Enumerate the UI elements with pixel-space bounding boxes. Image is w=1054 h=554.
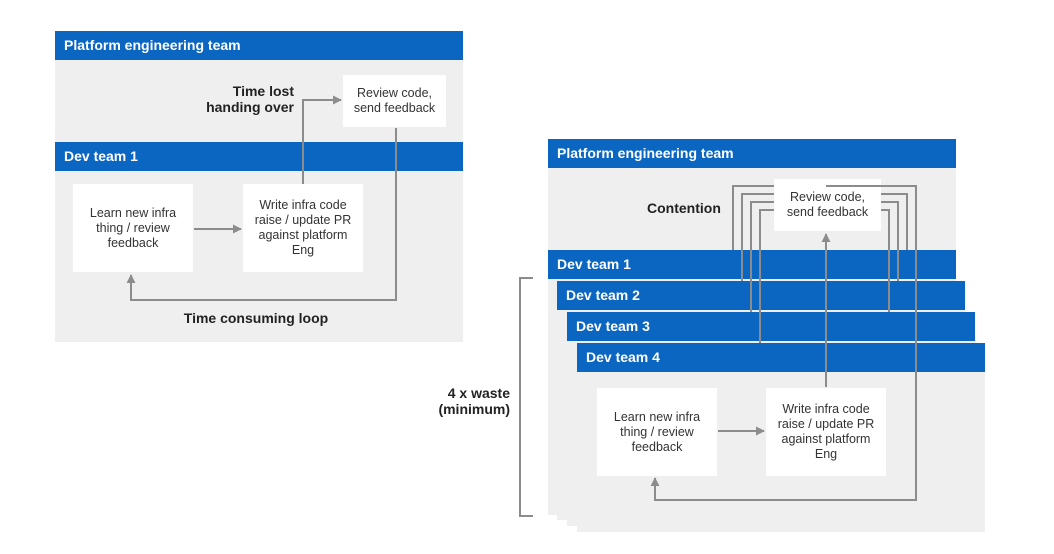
right-review-code-text: Review code, send feedback [786, 190, 869, 219]
left-write-infra-box: Write infra code raise / update PR again… [243, 184, 363, 272]
left-write-infra-text: Write infra code raise / update PR again… [254, 198, 352, 257]
dev-team-3-bar: Dev team 3 [567, 312, 975, 341]
right-learn-infra-box: Learn new infra thing / review feedback [597, 388, 717, 476]
right-review-code-box: Review code, send feedback [774, 179, 881, 231]
waste-bracket [519, 277, 533, 517]
time-lost-label: Time lost handing over [206, 83, 294, 115]
right-platform-team-bar: Platform engineering team [548, 139, 956, 168]
left-review-code-text: Review code, send feedback [353, 86, 436, 115]
contention-label: Contention [647, 200, 721, 216]
dev-team-2-bar: Dev team 2 [557, 281, 965, 310]
left-learn-infra-text: Learn new infra thing / review feedback [89, 205, 177, 250]
right-write-infra-text: Write infra code raise / update PR again… [777, 402, 875, 461]
time-consuming-loop-label: Time consuming loop [183, 310, 329, 326]
left-review-code-box: Review code, send feedback [343, 75, 446, 127]
waste-label: 4 x waste (minimum) [438, 385, 510, 417]
left-learn-infra-box: Learn new infra thing / review feedback [73, 184, 193, 272]
right-learn-infra-text: Learn new infra thing / review feedback [613, 409, 701, 454]
left-platform-team-bar: Platform engineering team [55, 31, 463, 60]
left-dev-team-1-bar: Dev team 1 [55, 142, 463, 171]
right-write-infra-box: Write infra code raise / update PR again… [766, 388, 886, 476]
dev-team-4-bar: Dev team 4 [577, 343, 985, 372]
dev-team-1-bar: Dev team 1 [548, 250, 956, 279]
